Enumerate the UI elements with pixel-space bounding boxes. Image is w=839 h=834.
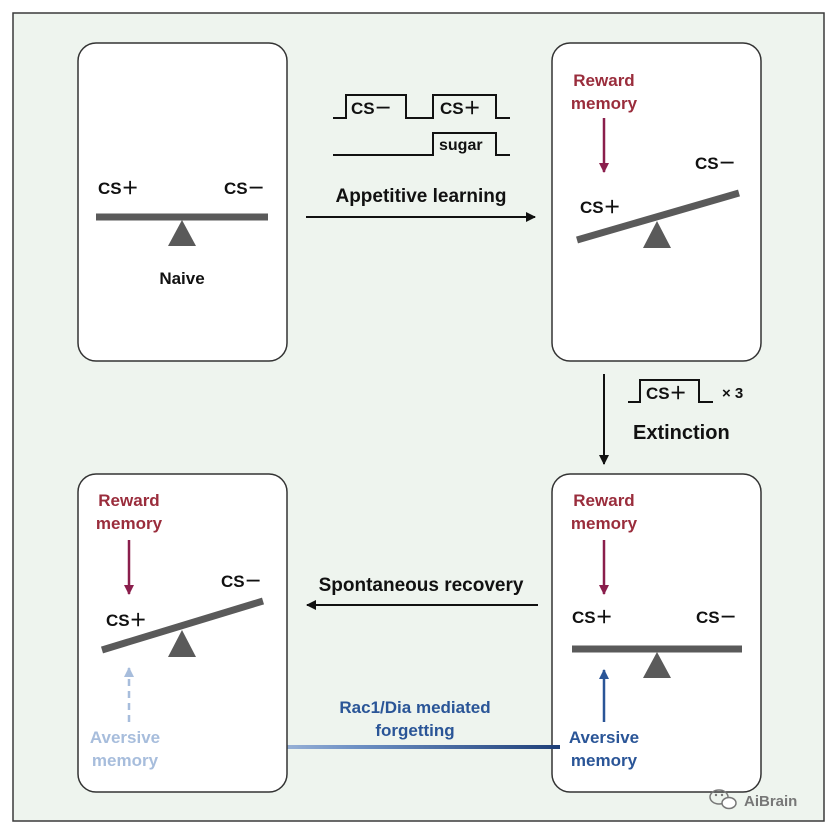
protocol-cs-minus: CS－ [351, 99, 392, 118]
learned-cs-plus: CS＋ [580, 198, 621, 217]
reward-memory-label-2: memory [571, 514, 638, 533]
recovered-cs-plus: CS＋ [106, 611, 147, 630]
faded-aversive-memory-label-2: memory [92, 751, 159, 770]
wechat-icon [709, 789, 737, 810]
protocol-sugar: sugar [439, 137, 483, 154]
reward-memory-label: Reward [98, 491, 159, 510]
balance-fulcrum [643, 652, 671, 678]
recovered-cs-minus: CS－ [221, 572, 262, 591]
protocol-cs-plus: CS＋ [440, 99, 481, 118]
learning-label: Appetitive learning [335, 186, 506, 207]
learned-cs-minus: CS－ [695, 154, 736, 173]
extinction-cs-plus: CS＋ [646, 384, 687, 403]
extinction-stimulus-trace [628, 379, 713, 403]
aversive-memory-label-2: memory [571, 751, 638, 770]
reward-memory-label-2: memory [96, 514, 163, 533]
extinguished-cs-minus: CS－ [696, 608, 737, 627]
balance-fulcrum [168, 630, 196, 657]
faded-aversive-memory-label: Aversive [90, 728, 160, 747]
forgetting-label-2: forgetting [375, 721, 454, 740]
panel-recovered: Reward memory CS－ CS＋ Aversive memory [77, 473, 288, 793]
balance-beam-tilted [576, 189, 740, 244]
extinction-repeat: × 3 [722, 385, 743, 402]
reward-memory-label-2: memory [571, 94, 638, 113]
reward-memory-label: Reward [573, 491, 634, 510]
watermark-text: AiBrain [744, 793, 797, 810]
sugar-trace [333, 132, 510, 156]
panel-learned: Reward memory CS－ CS＋ [551, 42, 762, 362]
balance-beam-tilted [100, 597, 265, 654]
extinction-label: Extinction [633, 422, 730, 444]
panel-extinguished: Reward memory CS＋ CS－ Aversive memory [551, 473, 762, 793]
watermark: AiBrain [709, 789, 797, 810]
forgetting-transition: Rac1/Dia mediated forgetting [178, 698, 560, 755]
forgetting-label: Rac1/Dia mediated [339, 698, 490, 717]
recovery-transition: Spontaneous recovery [306, 575, 538, 610]
panel-naive-box [77, 42, 288, 362]
cs-stimulus-trace [333, 94, 510, 119]
recovery-label: Spontaneous recovery [319, 575, 524, 596]
balance-fulcrum [643, 221, 671, 248]
reward-memory-label: Reward [573, 71, 634, 90]
extinguished-cs-plus: CS＋ [572, 608, 613, 627]
naive-cs-minus: CS－ [224, 179, 265, 198]
naive-cs-plus: CS＋ [98, 179, 139, 198]
balance-fulcrum [168, 220, 196, 246]
forgetting-arrow-shaft [190, 745, 560, 749]
extinction-transition: CS＋ × 3 Extinction [599, 374, 743, 465]
aversive-memory-label: Aversive [569, 728, 639, 747]
naive-label: Naive [159, 269, 204, 288]
learning-protocol: CS－ CS＋ sugar Appetitive learning [306, 94, 536, 222]
panel-naive: CS＋ CS－ Naive [77, 42, 288, 362]
